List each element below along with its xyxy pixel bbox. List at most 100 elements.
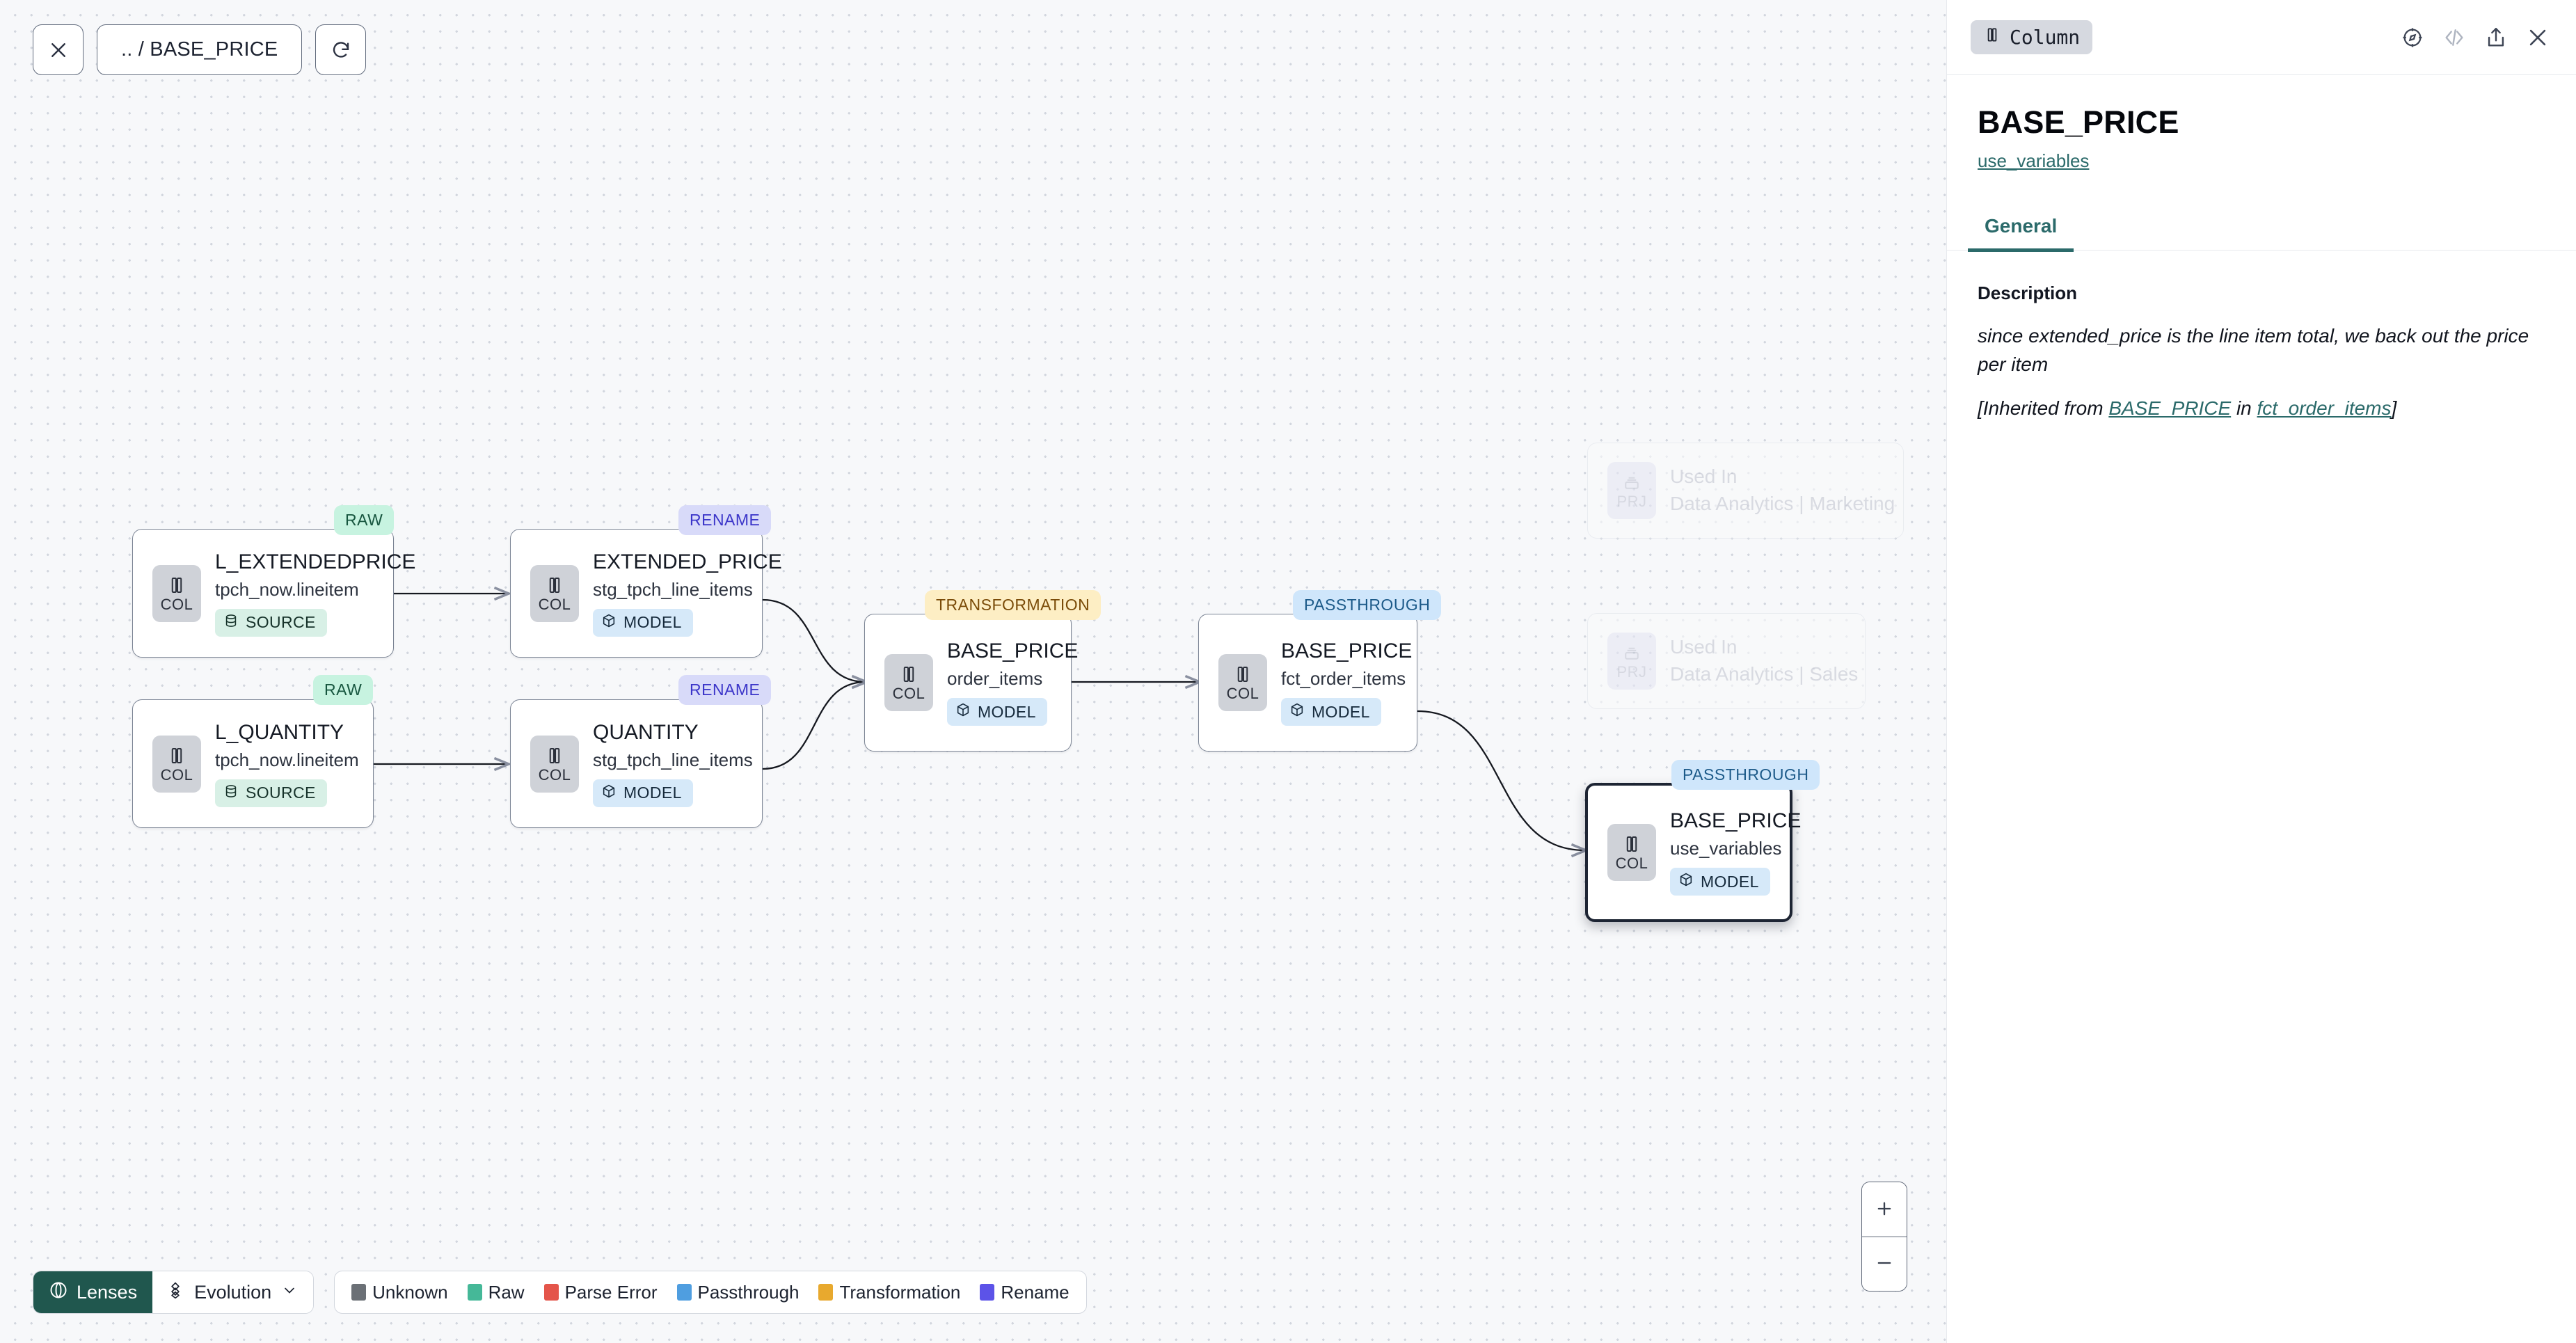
graph-node-base-price-fct-order-items[interactable]: COL BASE_PRICE fct_order_items MODEL <box>1198 614 1417 752</box>
model-link[interactable]: use_variables <box>1978 150 2090 171</box>
inherited-suffix: ] <box>2391 397 2397 419</box>
lenses-group: Lenses Evolution <box>33 1271 315 1314</box>
ghost-node-used-in-marketing[interactable]: PRJ Used In Data Analytics | Marketing <box>1587 443 1904 539</box>
panel-tabs: General <box>1947 208 2576 252</box>
code-icon[interactable] <box>2442 26 2466 49</box>
project-icon: PRJ <box>1607 462 1656 519</box>
node-tag-model: MODEL <box>593 608 693 637</box>
legend-item-transformation[interactable]: Transformation <box>818 1282 960 1303</box>
zoom-in-button[interactable] <box>1862 1182 1907 1237</box>
close-lineage-button[interactable] <box>33 24 84 75</box>
ghost-node-subtitle: Data Analytics | Marketing <box>1670 493 1895 515</box>
ghost-node-subtitle: Data Analytics | Sales <box>1670 663 1859 685</box>
badge-label: RENAME <box>690 511 761 529</box>
col-chip-label: COL <box>160 765 193 784</box>
zoom-out-button[interactable] <box>1862 1237 1907 1291</box>
compass-icon[interactable] <box>2401 26 2424 49</box>
tab-general[interactable]: General <box>1968 208 2074 252</box>
canvas-bottom-bar: Lenses Evolution Unk <box>33 1271 1087 1314</box>
graph-node-l-quantity[interactable]: COL L_QUANTITY tpch_now.lineitem SOURCE <box>132 699 374 828</box>
node-tag-model: MODEL <box>1281 698 1381 726</box>
entity-type-chip[interactable]: Column <box>1971 20 2093 54</box>
badge-label: RAW <box>345 511 383 529</box>
breadcrumb[interactable]: .. / BASE_PRICE <box>97 24 303 75</box>
legend-swatch <box>467 1284 482 1301</box>
panel-header-actions <box>2401 26 2550 49</box>
evolution-dropdown[interactable]: Evolution <box>152 1271 314 1313</box>
node-tag-label: MODEL <box>623 613 682 631</box>
ghost-node-title: Used In <box>1670 635 1738 658</box>
project-icon: PRJ <box>1607 633 1656 690</box>
legend-label: Raw <box>488 1281 525 1303</box>
node-tag-label: MODEL <box>1312 702 1370 721</box>
node-tag-model: MODEL <box>947 698 1047 726</box>
node-badge-passthrough: PASSTHROUGH <box>1293 590 1442 620</box>
node-title: L_EXTENDEDPRICE <box>215 550 416 573</box>
graph-node-base-price-order-items[interactable]: COL BASE_PRICE order_items MODEL <box>864 614 1078 752</box>
cube-icon <box>601 613 617 633</box>
col-icon: COL <box>530 735 579 793</box>
legend-item-rename[interactable]: Rename <box>980 1282 1070 1303</box>
share-icon[interactable] <box>2484 26 2508 49</box>
description-text: since extended_price is the line item to… <box>1978 325 2529 375</box>
chevron-down-icon <box>281 1282 298 1303</box>
close-icon[interactable] <box>2526 26 2550 49</box>
node-tag-model: MODEL <box>1670 868 1770 896</box>
legend-swatch <box>980 1284 995 1301</box>
node-subtitle: fct_order_items <box>1281 668 1406 689</box>
node-title: BASE_PRICE <box>1281 639 1413 662</box>
graph-node-quantity[interactable]: COL QUANTITY stg_tpch_line_items MODEL <box>510 699 763 828</box>
graph-node-base-price-use-variables[interactable]: COL BASE_PRICE use_variables MODEL <box>1585 783 1801 922</box>
col-chip-label: COL <box>1615 855 1648 872</box>
legend-item-passthrough[interactable]: Passthrough <box>676 1282 799 1303</box>
legend-label: Parse Error <box>564 1281 658 1303</box>
legend-item-raw[interactable]: Raw <box>467 1281 525 1303</box>
legend-item-parse-error[interactable]: Parse Error <box>543 1281 658 1303</box>
legend-label: Unknown <box>372 1281 448 1303</box>
legend-item-unknown[interactable]: Unknown <box>351 1281 448 1303</box>
graph-node-l-extendedprice[interactable]: COL L_EXTENDEDPRICE tpch_now.lineitem SO… <box>132 529 415 658</box>
graph-node-extended-price[interactable]: COL EXTENDED_PRICE stg_tpch_line_items M… <box>510 529 782 658</box>
database-icon <box>223 784 239 803</box>
inherited-model-link[interactable]: fct_order_items <box>2257 397 2392 419</box>
node-tag-label: MODEL <box>623 784 682 802</box>
refresh-icon <box>331 40 351 61</box>
inherited-note: [Inherited from BASE_PRICE in fct_order_… <box>1978 397 2545 420</box>
evolution-icon <box>166 1281 184 1304</box>
node-badge-raw: RAW <box>334 505 395 535</box>
database-icon <box>223 613 239 633</box>
col-icon: COL <box>1218 654 1267 711</box>
node-tag-source: SOURCE <box>215 779 327 807</box>
node-tag-model: MODEL <box>593 779 693 807</box>
badge-label: PASSTHROUGH <box>1683 765 1809 784</box>
inherited-column-link[interactable]: BASE_PRICE <box>2108 397 2232 419</box>
cube-icon <box>1289 702 1305 722</box>
col-icon: COL <box>1607 824 1656 881</box>
node-subtitle: tpch_now.lineitem <box>215 749 359 770</box>
legend-swatch <box>676 1284 692 1301</box>
node-subtitle: stg_tpch_line_items <box>593 749 753 770</box>
node-subtitle: order_items <box>947 668 1043 689</box>
panel-header: Column <box>1947 0 2576 75</box>
lenses-button[interactable]: Lenses <box>33 1271 153 1313</box>
node-badge-transformation: TRANSFORMATION <box>925 590 1102 620</box>
node-tag-label: MODEL <box>978 702 1036 721</box>
canvas-toolbar: .. / BASE_PRICE <box>33 24 367 75</box>
lineage-canvas[interactable]: .. / BASE_PRICE PRJ <box>0 0 1946 1343</box>
details-panel: Column <box>1946 0 2576 1343</box>
node-tag-label: SOURCE <box>246 613 316 631</box>
cube-icon <box>955 702 971 722</box>
col-chip-label: COL <box>892 685 925 702</box>
tab-general-label: General <box>1985 215 2058 237</box>
col-icon: COL <box>530 564 579 622</box>
column-icon <box>1983 26 2001 49</box>
evolution-label: Evolution <box>194 1281 272 1303</box>
ghost-node-used-in-sales[interactable]: PRJ Used In Data Analytics | Sales <box>1587 613 1866 709</box>
lenses-label: Lenses <box>77 1281 138 1303</box>
close-icon <box>48 40 69 61</box>
inherited-mid: in <box>2231 397 2257 419</box>
node-subtitle: stg_tpch_line_items <box>593 578 753 600</box>
node-subtitle: tpch_now.lineitem <box>215 578 359 600</box>
ghost-chip-label: PRJ <box>1616 663 1647 681</box>
refresh-button[interactable] <box>315 24 367 75</box>
